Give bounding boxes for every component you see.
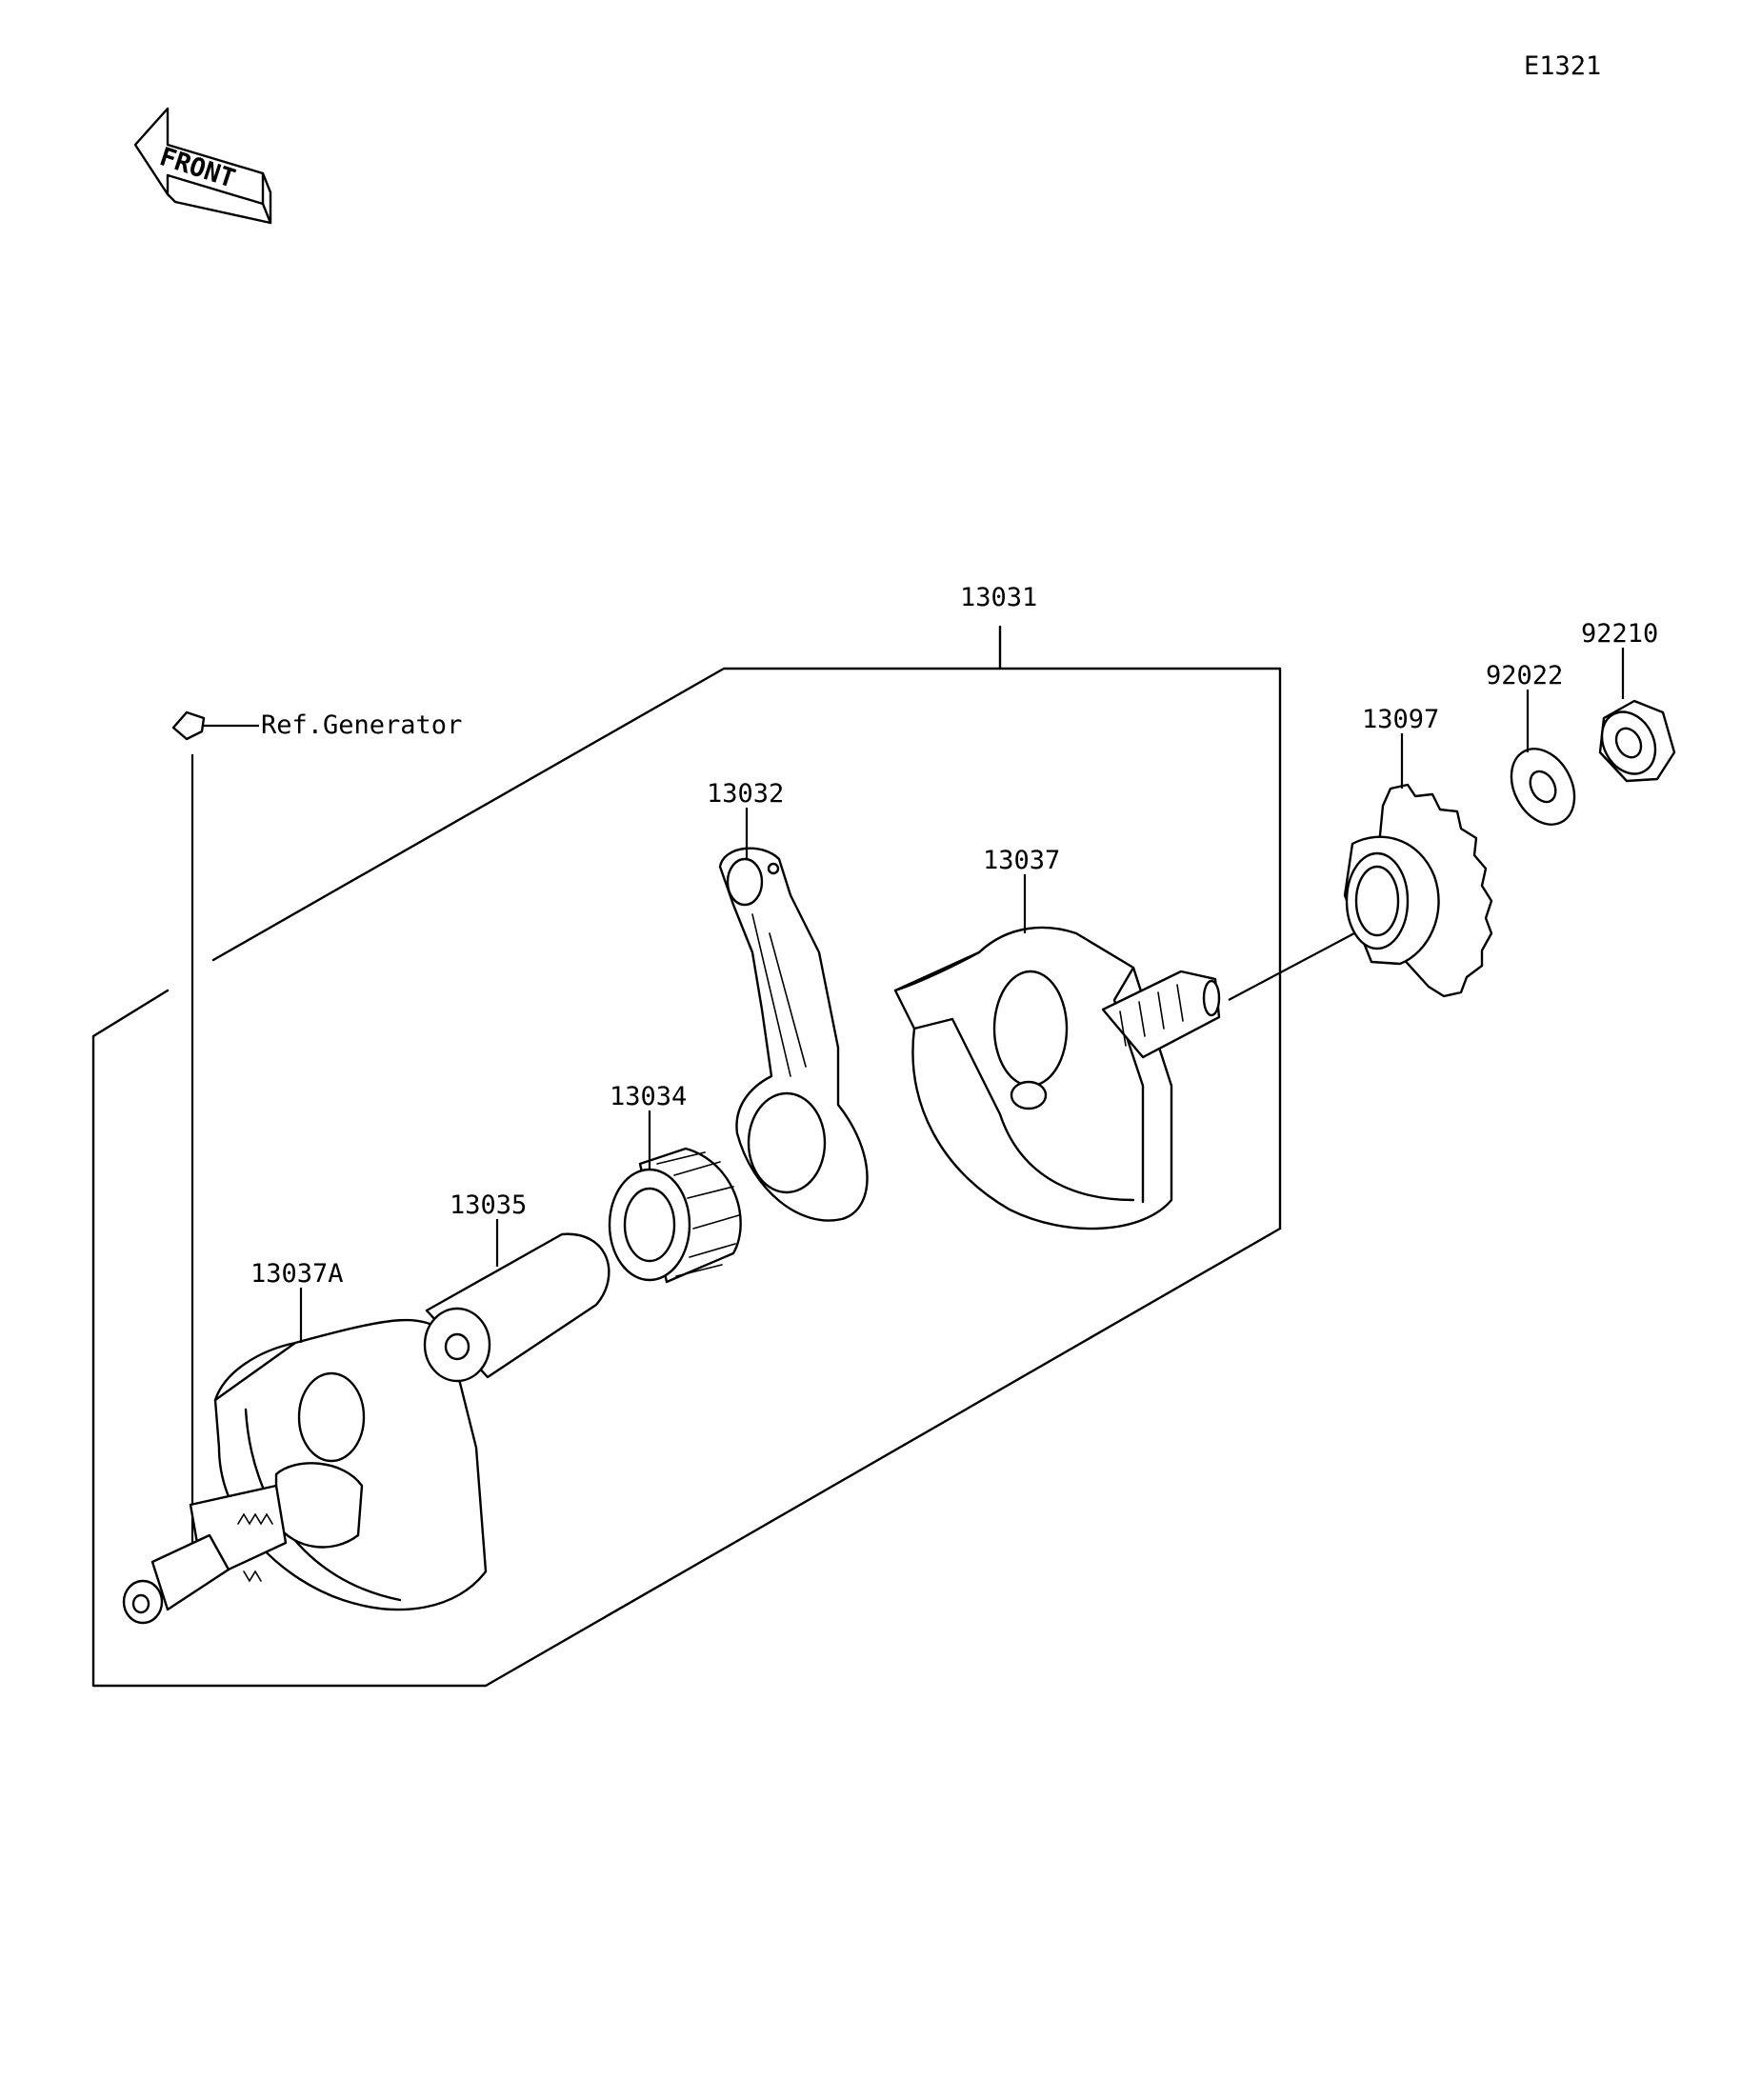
crankshaft-left-half (122, 1318, 488, 1625)
connecting-rod (718, 847, 869, 1222)
label-92022: 92022 (1486, 661, 1563, 690)
label-13032: 13032 (707, 779, 784, 809)
woodruff-key-icon (171, 710, 259, 1550)
crankshaft-right-half (893, 926, 1221, 1230)
needle-bearing (608, 1147, 742, 1284)
label-13037A: 13037A (250, 1259, 344, 1289)
crank-pin (423, 1232, 610, 1383)
diagram-code: E1321 (1524, 51, 1601, 81)
label-92210: 92210 (1581, 619, 1658, 649)
nut (1598, 699, 1676, 783)
front-arrow-icon: FRONT (133, 107, 272, 225)
label-13035: 13035 (450, 1190, 527, 1220)
reference-note: Ref.Generator (261, 710, 462, 740)
label-13034: 13034 (610, 1082, 687, 1111)
washer (1510, 748, 1576, 826)
label-13037: 13037 (983, 846, 1060, 875)
drive-gear (1343, 783, 1493, 998)
label-13097: 13097 (1362, 705, 1439, 734)
label-13031: 13031 (960, 583, 1037, 612)
assembly-bracket (91, 625, 1282, 1688)
